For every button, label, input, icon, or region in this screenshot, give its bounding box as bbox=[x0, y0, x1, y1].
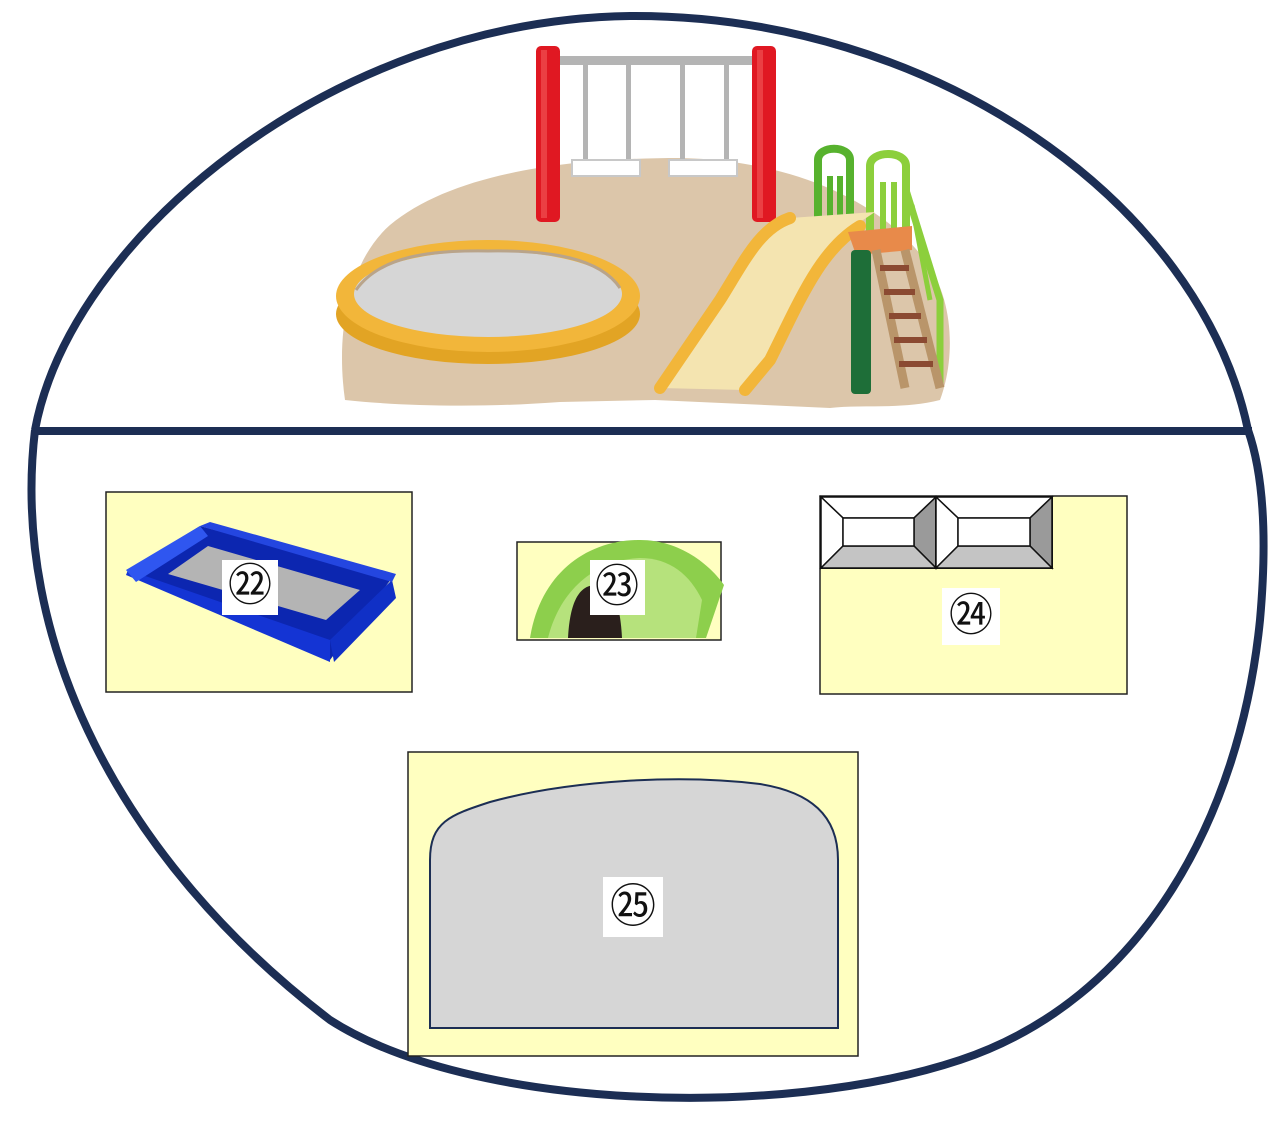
bench-icon bbox=[934, 495, 1054, 570]
site-outline bbox=[27, 11, 1268, 1102]
zone-item-25: ㉕ bbox=[407, 751, 859, 1057]
swing-set-icon bbox=[536, 46, 776, 222]
playground-illustration bbox=[336, 46, 950, 408]
item-24-label: ㉔ bbox=[949, 590, 993, 641]
slide-icon bbox=[654, 212, 912, 396]
zone-item-22: ㉒ bbox=[105, 491, 413, 693]
zone-item-23: ㉓ bbox=[516, 540, 724, 641]
item-25-label: ㉕ bbox=[610, 879, 656, 933]
bench-icon bbox=[819, 495, 938, 570]
item-22-label: ㉒ bbox=[228, 560, 272, 611]
zone-item-24: ㉔ bbox=[819, 495, 1128, 695]
item-23-label: ㉓ bbox=[595, 561, 639, 612]
ladder-icon bbox=[851, 248, 945, 394]
sandpit-icon bbox=[336, 240, 640, 364]
